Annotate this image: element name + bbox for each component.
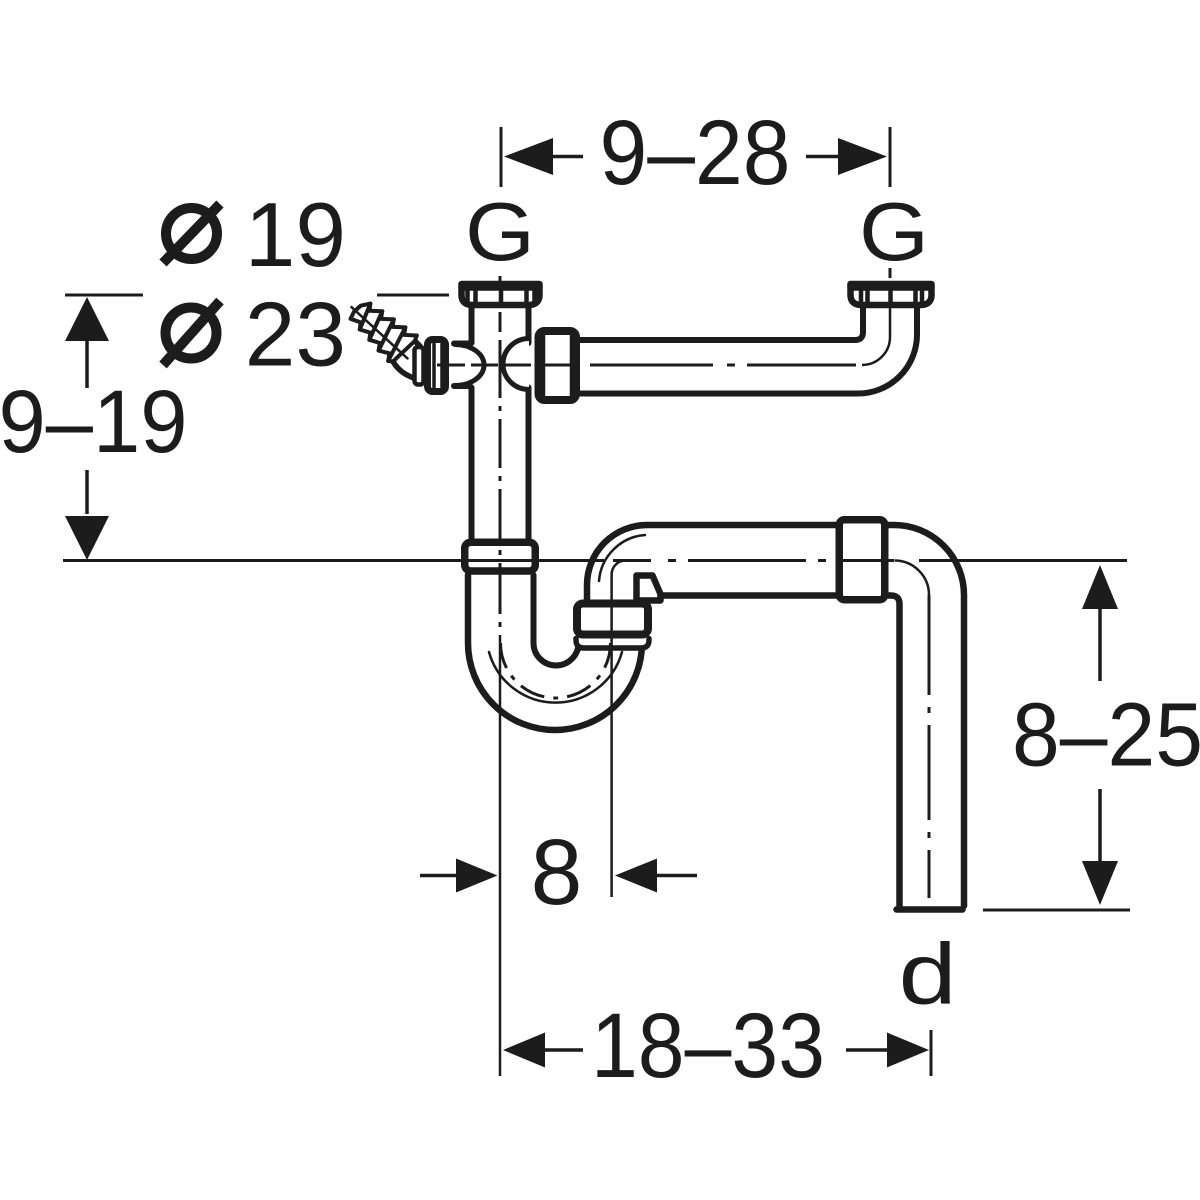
svg-text:G: G [465, 185, 535, 278]
svg-text:8–25: 8–25 [1012, 686, 1200, 786]
svg-text:G: G [859, 185, 929, 278]
svg-text:23: 23 [245, 285, 346, 386]
svg-text:18–33: 18–33 [591, 995, 825, 1097]
svg-text:9–28: 9–28 [600, 102, 791, 204]
svg-text:d: d [899, 927, 957, 1023]
svg-text:8: 8 [531, 820, 583, 924]
svg-text:9–19: 9–19 [0, 371, 188, 471]
svg-text:19: 19 [245, 185, 346, 286]
